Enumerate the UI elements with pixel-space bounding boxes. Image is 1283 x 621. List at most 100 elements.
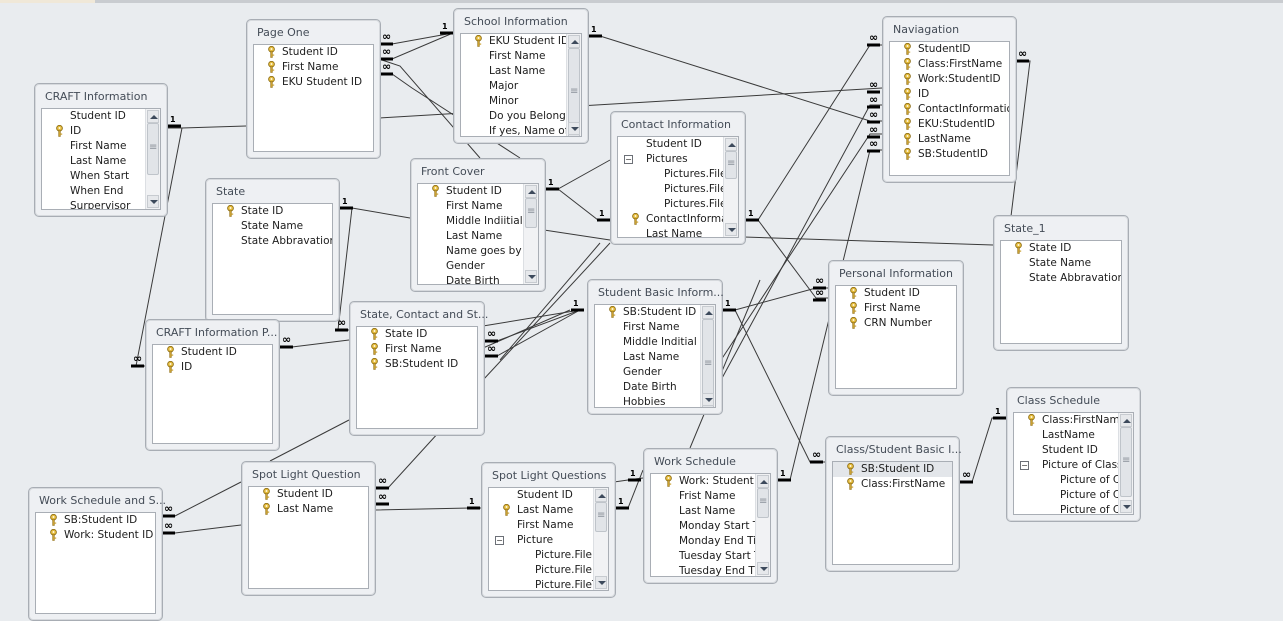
field-item[interactable]: First Name	[254, 60, 373, 75]
field-item[interactable]: State Name	[1001, 256, 1121, 271]
vertical-scrollbar[interactable]	[593, 488, 608, 590]
table-title[interactable]: Work Schedule	[654, 455, 736, 468]
field-item[interactable]: EKU:StudentID	[890, 117, 1009, 132]
relationship-line[interactable]	[269, 419, 350, 462]
field-item[interactable]: ContactInformation	[890, 102, 1009, 117]
field-item[interactable]: Student ID	[836, 286, 956, 301]
field-item[interactable]: Picture.FileTy	[489, 578, 608, 590]
field-item[interactable]: State ID	[1001, 241, 1121, 256]
table-title[interactable]: CRAFT Information	[45, 90, 148, 103]
field-item[interactable]: Picture of Cla	[1014, 503, 1133, 514]
field-item[interactable]: SB:StudentID	[890, 147, 1009, 162]
field-item[interactable]: If yes, Name of c	[461, 124, 581, 136]
relationship-line[interactable]	[689, 279, 761, 449]
field-item[interactable]: SB:Student ID	[357, 357, 477, 372]
field-item[interactable]: ID	[153, 360, 272, 375]
table-title[interactable]: Naviagation	[893, 23, 960, 36]
scroll-up-arrow-icon[interactable]	[147, 110, 159, 123]
field-item[interactable]: First Name	[357, 342, 477, 357]
scrollbar-thumb[interactable]	[568, 48, 580, 136]
field-item[interactable]: StudentID	[890, 42, 1009, 57]
field-item[interactable]: First Name	[418, 199, 538, 214]
field-item[interactable]: Work: Student ID	[36, 528, 155, 543]
scroll-down-arrow-icon[interactable]	[725, 223, 737, 236]
field-item[interactable]: State Name	[213, 219, 332, 234]
field-item[interactable]: Frist Name	[651, 489, 770, 504]
table-title[interactable]: State, Contact and St...	[360, 308, 489, 321]
field-item[interactable]: State ID	[213, 204, 332, 219]
field-item[interactable]: Picture of Cla	[1014, 488, 1133, 503]
scroll-up-arrow-icon[interactable]	[525, 185, 537, 198]
field-item[interactable]: Student ID	[618, 137, 738, 152]
table-title[interactable]: CRAFT Information P...	[156, 326, 278, 339]
field-item[interactable]: Gender	[595, 365, 715, 380]
relationship-line[interactable]	[482, 242, 611, 381]
vertical-scrollbar[interactable]	[755, 474, 770, 576]
field-item[interactable]: Student ID	[1014, 443, 1133, 458]
field-item[interactable]: SB:Student ID	[36, 513, 155, 528]
field-item[interactable]: Student ID	[489, 488, 608, 503]
field-item[interactable]: First Name	[42, 139, 160, 154]
table-title[interactable]: Student Basic Inform...	[598, 286, 724, 299]
field-item[interactable]: Last Name	[461, 64, 581, 79]
scrollbar-thumb[interactable]	[147, 123, 159, 175]
field-item[interactable]: Student ID	[153, 345, 272, 360]
field-item[interactable]: Major	[461, 79, 581, 94]
field-item[interactable]: −Pictures	[618, 152, 738, 167]
field-item[interactable]: First Name	[836, 301, 956, 316]
relationship-line[interactable]	[734, 309, 825, 463]
field-item[interactable]: Tuesday End Tin	[651, 564, 770, 576]
scroll-down-arrow-icon[interactable]	[757, 562, 769, 575]
scroll-up-arrow-icon[interactable]	[725, 138, 737, 151]
field-item[interactable]: ContactInforma	[618, 212, 738, 227]
field-item[interactable]: Work:StudentID	[890, 72, 1009, 87]
relationship-line[interactable]	[721, 287, 828, 311]
table-title[interactable]: School Information	[464, 15, 568, 28]
field-item[interactable]: EKU Student ID	[254, 75, 373, 90]
field-item[interactable]: Monday Start Ti	[651, 519, 770, 534]
field-item[interactable]: Class:FirstName	[833, 477, 952, 492]
scrollbar-thumb[interactable]	[1120, 427, 1132, 497]
scroll-down-arrow-icon[interactable]	[568, 122, 580, 135]
field-item[interactable]: Student ID	[249, 487, 368, 502]
relationship-line[interactable]	[757, 219, 828, 299]
scroll-down-arrow-icon[interactable]	[595, 576, 607, 589]
field-item[interactable]: Class:FirstName	[1014, 413, 1133, 428]
field-item[interactable]: SB:Student ID	[595, 305, 715, 320]
vertical-scrollbar[interactable]	[723, 137, 738, 237]
field-item[interactable]: Do you Belong	[461, 109, 581, 124]
vertical-scrollbar[interactable]	[700, 305, 715, 407]
scroll-up-arrow-icon[interactable]	[757, 475, 769, 488]
relationship-line[interactable]	[720, 133, 882, 361]
field-item[interactable]: Picture.FileN	[489, 563, 608, 578]
field-item[interactable]: Middle Inditial	[595, 335, 715, 350]
field-item[interactable]: Pictures.FileD	[618, 167, 738, 182]
scrollbar-thumb[interactable]	[702, 319, 714, 407]
scrollbar-thumb[interactable]	[525, 198, 537, 228]
vertical-scrollbar[interactable]	[523, 184, 538, 284]
scroll-up-arrow-icon[interactable]	[702, 306, 714, 319]
field-item[interactable]: Name goes by	[418, 244, 538, 259]
field-item[interactable]: Student ID	[418, 184, 538, 199]
table-title[interactable]: Page One	[257, 26, 310, 39]
